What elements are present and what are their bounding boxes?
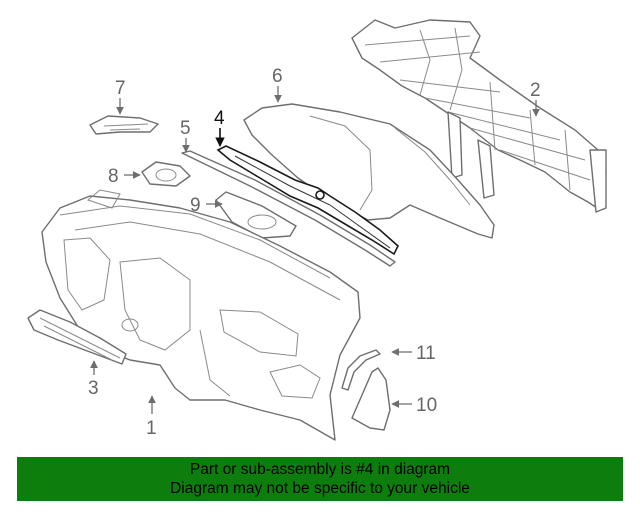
part-8-grille	[141, 161, 191, 187]
part-2-crossbeam	[351, 19, 607, 213]
parts-diagram: 7 6 2 5 4 8 9 3 1 11 10	[27, 19, 607, 441]
callout-10: 10	[416, 395, 437, 416]
callout-6: 6	[272, 66, 283, 87]
callout-1: 1	[146, 418, 157, 439]
part-1-dashboard	[41, 189, 361, 441]
part-11-strip	[341, 349, 381, 391]
callout-2: 2	[530, 80, 541, 101]
info-banner: Part or sub-assembly is #4 in diagram Di…	[17, 457, 623, 501]
leader-lines	[90, 86, 540, 414]
part-5-garnish-strip	[181, 150, 396, 267]
part-4-highlighted	[216, 145, 399, 256]
banner-line-2: Diagram may not be specific to your vehi…	[170, 480, 470, 497]
callout-9: 9	[190, 195, 201, 216]
part-6-top-cover	[243, 103, 495, 239]
callout-11: 11	[416, 343, 436, 364]
callout-3: 3	[88, 378, 99, 399]
part-3-lower-panel	[27, 309, 127, 365]
callout-8: 8	[108, 166, 119, 187]
part-7-vent	[89, 115, 159, 135]
callout-4: 4	[214, 108, 225, 129]
part-10-side-trim	[351, 367, 391, 431]
banner-line-1: Part or sub-assembly is #4 in diagram	[189, 461, 451, 478]
callout-5: 5	[180, 118, 191, 139]
callout-7: 7	[115, 78, 126, 99]
